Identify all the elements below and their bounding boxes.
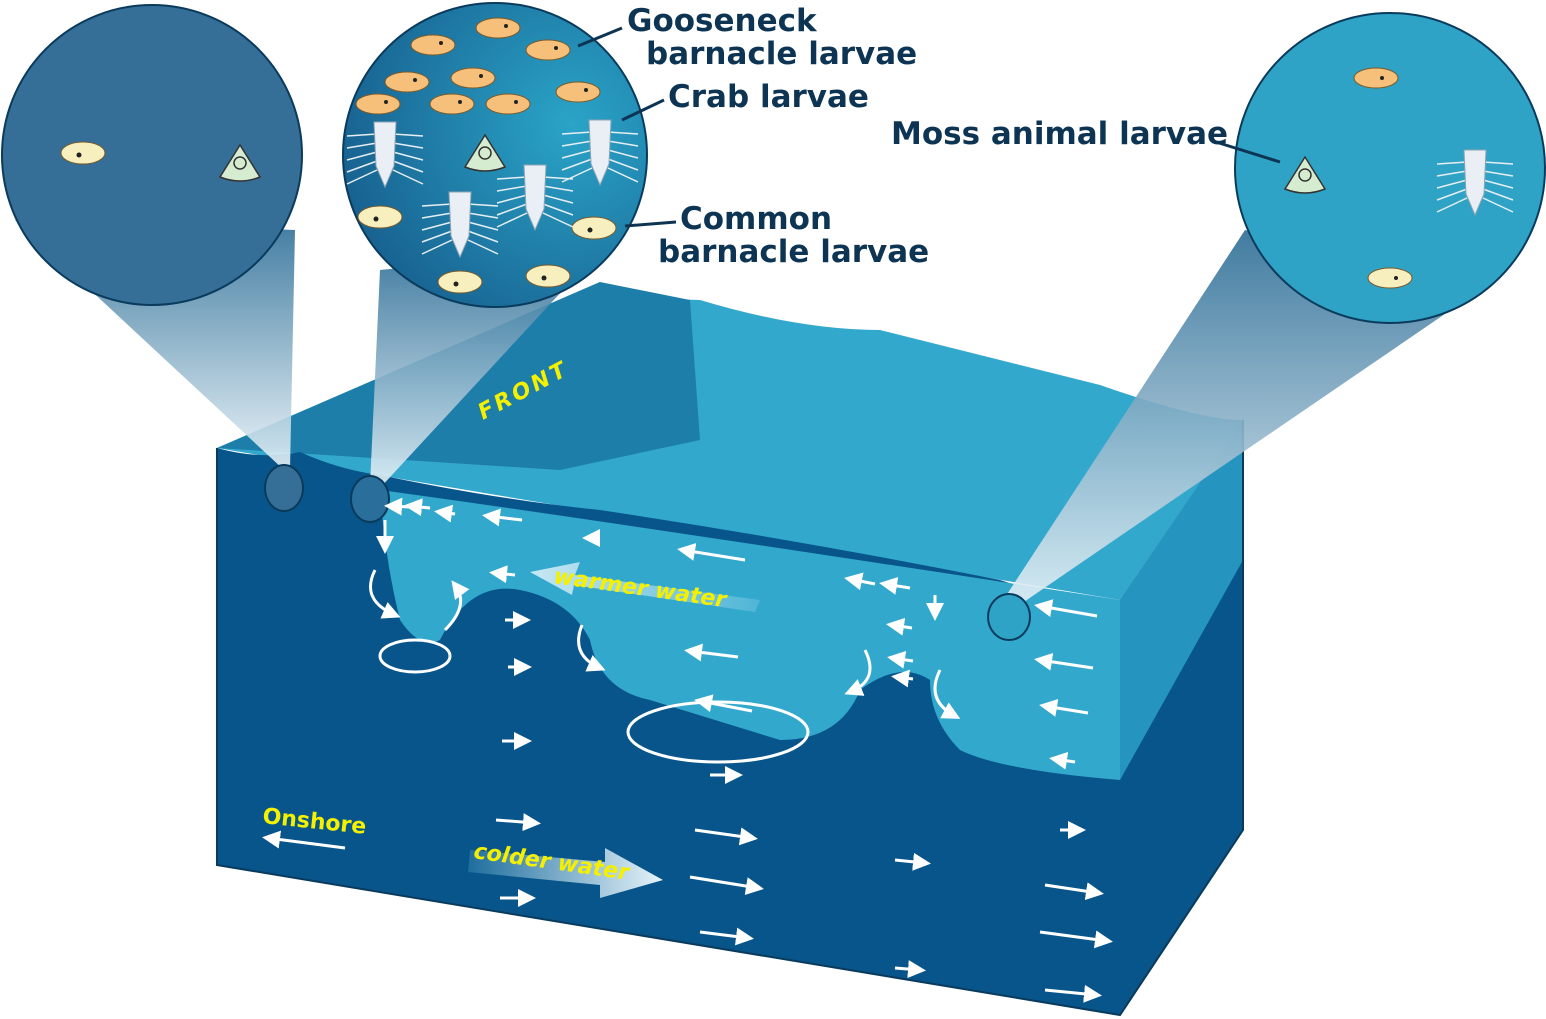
current-arrow xyxy=(699,927,754,946)
callout-circle-right xyxy=(1234,12,1546,324)
current-arrow xyxy=(1034,652,1094,671)
current-arrow xyxy=(482,508,523,527)
common-barnacle-larva xyxy=(571,216,617,240)
current-arrow xyxy=(694,827,758,846)
common-barnacle-larva xyxy=(1367,267,1413,289)
current-arrow xyxy=(844,572,876,591)
gooseneck-larva xyxy=(384,71,430,93)
eddy-arrows xyxy=(369,569,961,764)
common-label-line2: barnacle larvae xyxy=(658,234,929,270)
current-arrow xyxy=(677,543,746,562)
sample-point-left xyxy=(264,464,304,512)
current-arrow xyxy=(894,960,926,979)
common-barnacle-larva xyxy=(525,264,571,288)
gooseneck-larva xyxy=(355,93,401,115)
current-arrow xyxy=(434,504,456,523)
gooseneck-label-line1: Gooseneck xyxy=(627,3,818,39)
current-arrow xyxy=(886,617,913,636)
gooseneck-label-line2: barnacle larvae xyxy=(646,36,917,72)
current-arrow xyxy=(887,650,914,669)
current-arrow xyxy=(1039,699,1089,717)
gooseneck-larva xyxy=(450,67,496,89)
current-arrow xyxy=(891,669,914,688)
crab-label: Crab larvae xyxy=(668,79,869,115)
larvae-group xyxy=(60,17,1514,294)
moss-animal-larva xyxy=(463,133,507,172)
gooseneck-larva xyxy=(525,39,571,61)
callout-cone-right xyxy=(1000,230,1480,608)
warm-water-layer xyxy=(380,490,1120,780)
current-arrow xyxy=(1034,599,1098,618)
warmer-water-arrow xyxy=(530,562,760,612)
crab-larva xyxy=(421,191,499,259)
current-arrow xyxy=(404,498,431,517)
crab-larva xyxy=(561,119,639,187)
current-arrow xyxy=(384,497,411,516)
gooseneck-larva xyxy=(429,93,475,115)
current-arrow xyxy=(1049,751,1076,770)
gooseneck-larva xyxy=(1353,67,1399,89)
current-arrow xyxy=(1039,930,1113,949)
colder-water-arrow xyxy=(468,848,663,898)
sample-point-middle xyxy=(350,475,390,523)
gooseneck-larva xyxy=(410,34,456,56)
crab-larva xyxy=(1436,149,1514,217)
label-pointers xyxy=(577,26,1281,228)
moss-label: Moss animal larvae xyxy=(891,116,1228,152)
common-barnacle-larva xyxy=(357,205,403,229)
crab-larva xyxy=(346,121,424,189)
current-arrows xyxy=(376,497,1113,1003)
current-arrow xyxy=(495,813,541,832)
callout-cone-middle xyxy=(370,250,600,488)
callout-circle-left xyxy=(1,4,303,306)
gooseneck-larva xyxy=(485,93,531,115)
moss-animal-larva xyxy=(1283,155,1327,194)
current-arrow xyxy=(489,565,516,584)
common-barnacle-larva xyxy=(437,270,483,294)
gooseneck-larva xyxy=(475,17,521,39)
current-arrow xyxy=(689,875,764,895)
moss-animal-larva xyxy=(218,143,262,182)
current-arrow xyxy=(1044,882,1104,901)
current-arrow xyxy=(1044,984,1102,1003)
onshore-arrow xyxy=(262,830,346,850)
current-arrow xyxy=(684,643,739,662)
current-arrow xyxy=(894,852,931,871)
common-barnacle-larva xyxy=(60,141,106,165)
current-arrow xyxy=(879,577,911,595)
common-label-line1: Common xyxy=(680,201,832,237)
gooseneck-larva xyxy=(555,81,601,103)
crab-larva xyxy=(496,164,574,232)
sample-point-right xyxy=(987,593,1031,641)
